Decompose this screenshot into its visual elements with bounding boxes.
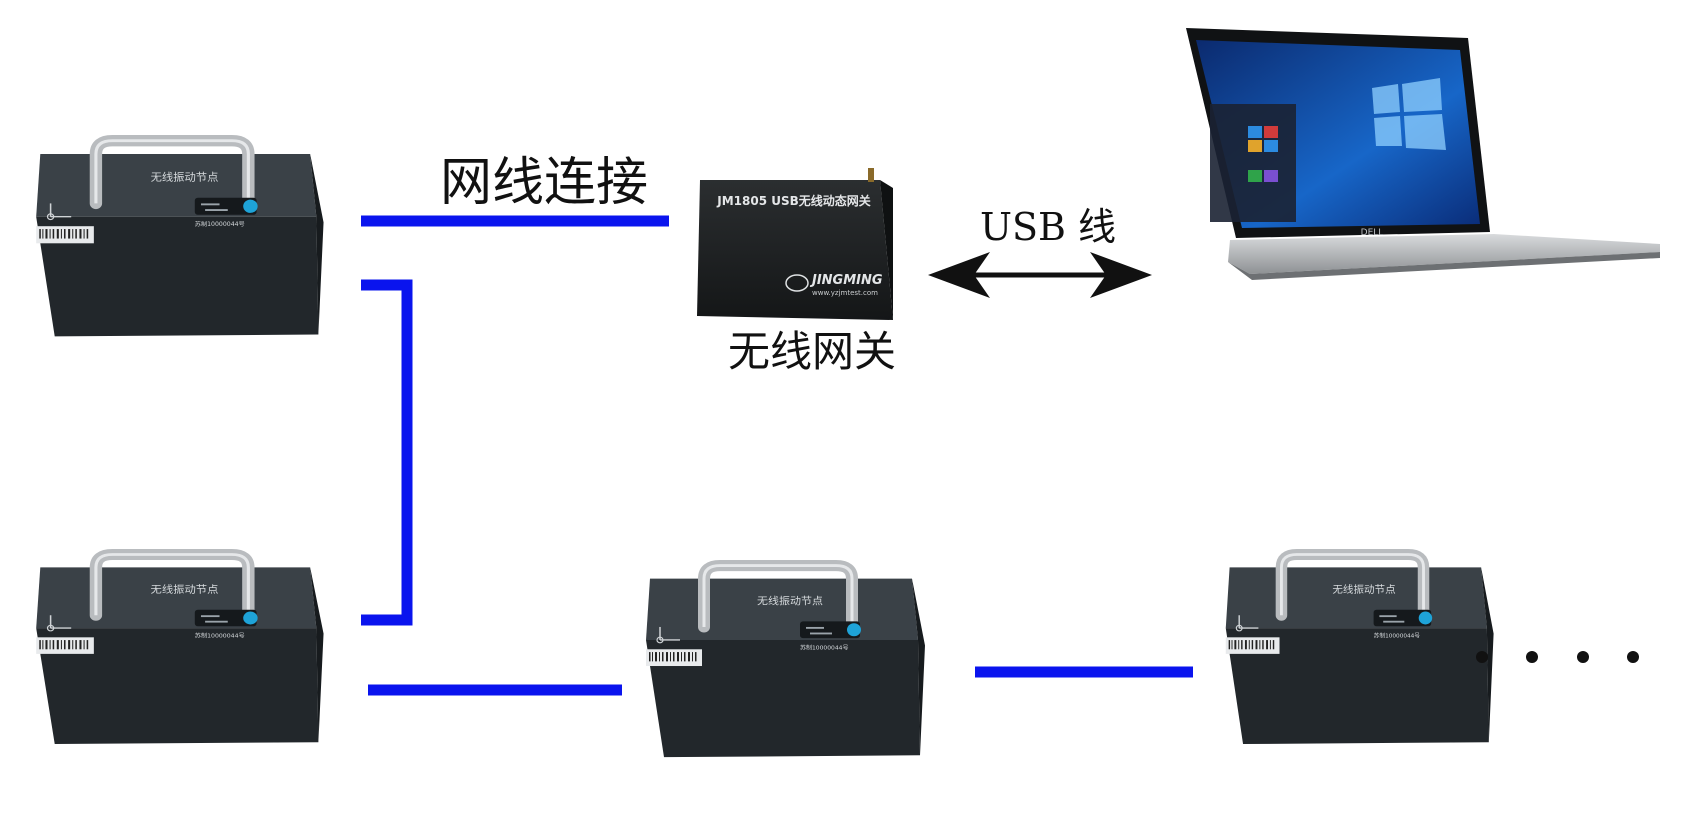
start-menu	[1210, 104, 1296, 222]
sensor-node-label: 无线振动节点	[151, 170, 219, 183]
wireless-gateway-label: 无线网关	[728, 327, 897, 376]
wireless-gateway-device: JM1805 USB无线动态网关 JINGMING www.yzjmtest.c…	[697, 168, 893, 320]
jingming-logo-icon	[785, 274, 809, 292]
ethernet-connection-label: 网线连接	[440, 153, 649, 213]
link-line-node1-node2-bracket	[361, 279, 413, 626]
sensor-node-cert: 苏制10000044号	[195, 632, 245, 640]
sensor-node-cert: 苏制10000044号	[195, 220, 245, 228]
sensor-node-4: 无线振动节点 苏制10000044号	[1226, 555, 1494, 745]
laptop-brand-text: DELL	[1361, 228, 1384, 238]
laptop: DELL	[1186, 28, 1660, 280]
gateway-site-text: www.yzjmtest.com	[812, 289, 878, 297]
sensor-node-1: 无线振动节点 苏制10000044号	[36, 141, 323, 337]
gateway-model-text: JM1805 USB无线动态网关	[716, 193, 871, 208]
sensor-node-label: 无线振动节点	[757, 595, 823, 608]
gateway-brand-text: JINGMING	[809, 273, 883, 288]
usb-double-arrow	[928, 252, 1152, 298]
sensor-node-3: 无线振动节点 苏制10000044号	[646, 566, 925, 758]
sensor-node-label: 无线振动节点	[151, 584, 219, 596]
continuation-dots	[1476, 651, 1639, 663]
sensor-node-cert: 苏制10000044号	[1374, 631, 1421, 639]
sensor-node-2: 无线振动节点 苏制10000044号	[36, 555, 323, 745]
windows-logo-icon	[1372, 78, 1446, 150]
sensor-node-cert: 苏制10000044号	[800, 644, 849, 652]
sensor-node-label: 无线振动节点	[1332, 583, 1395, 596]
usb-cable-label: USB 线	[980, 205, 1117, 249]
